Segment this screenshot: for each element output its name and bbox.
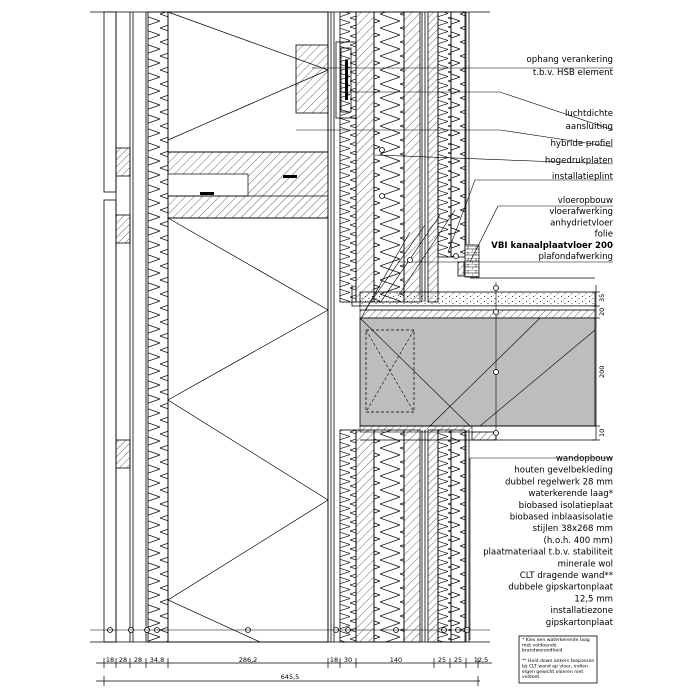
label-wall-5: biobased inblaasisolatie (510, 513, 613, 523)
label-floor-0: vloeropbouw (558, 196, 613, 206)
label-wall-9: minerale wol (558, 559, 613, 569)
label-wall-3: waterkerende laag* (528, 489, 613, 499)
note-line-5: bij CLT wand op vloer, indien (522, 664, 588, 670)
label-wall-6: stijlen 38x268 mm (533, 524, 613, 534)
clt-wall (339, 11, 595, 643)
bottom-dimension-chain: 18 28 28 34,8 286,2 18 30 140 25 25 12,5… (96, 656, 492, 686)
dim-bottom-2: 28 (134, 656, 142, 664)
dim-bottom-0: 18 (106, 656, 114, 664)
label-upper-5: hogedrukplaten (545, 156, 613, 166)
dim-bottom-9: 25 (454, 656, 462, 664)
label-wall-1: houten gevelbekleding (514, 466, 613, 476)
label-wall-8: plaatmateriaal t.b.v. stabiliteit (483, 548, 614, 558)
note-line-2: brandwerendheid (522, 648, 562, 654)
note-line-0: * Kies een waterkerende laag (522, 637, 590, 643)
label-wall-7: (h.o.h. 400 mm) (543, 536, 613, 546)
dim-bottom-5: 18 (330, 656, 338, 664)
label-wall-4: biobased isolatieplaat (519, 501, 614, 511)
label-upper-2: luchtdichte (565, 109, 613, 119)
note-line-4: ** Hold down ankers toepassen (522, 658, 594, 664)
label-upper-1: t.b.v. HSB element (533, 68, 614, 78)
label-upper-0: ophang verankering (527, 55, 613, 65)
note-line-7: voldoet. (522, 674, 541, 680)
label-wall-14: gipskartonplaat (546, 618, 614, 628)
dim-right-0: 35 (598, 294, 606, 302)
label-wall-0: wandopbouw (556, 454, 613, 464)
dim-bottom-7: 140 (390, 656, 402, 664)
label-wall-12: 12,5 mm (574, 594, 613, 604)
label-wall-10: CLT dragende wand** (520, 571, 614, 581)
right-dimension-chain: 35 20 200 10 (592, 285, 606, 441)
label-upper-6: installatieplint (552, 172, 614, 182)
note-line-6: eigen gewicht vloeren niet (522, 669, 583, 675)
label-floor-3: folie (595, 230, 613, 240)
dim-bottom-8: 25 (438, 656, 446, 664)
notes-box (518, 635, 598, 684)
label-wall-13: installatiezone (550, 606, 613, 616)
dim-bottom-6: 30 (344, 656, 352, 664)
dim-right-2: 200 (598, 366, 606, 378)
dim-total: 645,5 (281, 673, 300, 681)
dim-bottom-10: 12,5 (474, 656, 488, 664)
dim-right-1: 20 (598, 308, 606, 316)
note-line-1: met voldoende (522, 642, 557, 648)
label-wall-2: dubbel regelwerk 28 mm (505, 477, 613, 487)
label-floor-5: plafondafwerking (538, 252, 613, 262)
dim-bottom-4: 286,2 (239, 656, 258, 664)
label-upper-4: hybride profiel (550, 139, 613, 149)
dim-bottom-3: 34,8 (150, 656, 164, 664)
label-upper-3: aansluiting (566, 122, 613, 132)
dim-bottom-1: 28 (119, 656, 127, 664)
labels-upper: ophang verankering t.b.v. HSB element luch… (527, 55, 614, 182)
label-floor-1: vloerafwerking (549, 207, 613, 217)
label-wall-11: dubbele gipskartonplaat (508, 583, 613, 593)
anchor-markers (107, 147, 499, 633)
dim-right-3: 10 (598, 429, 606, 437)
floor-slab (351, 285, 596, 441)
label-floor-4: VBI kanaalplaatvloer 200 (491, 241, 613, 251)
label-floor-2: anhydrietvloer (550, 218, 613, 228)
